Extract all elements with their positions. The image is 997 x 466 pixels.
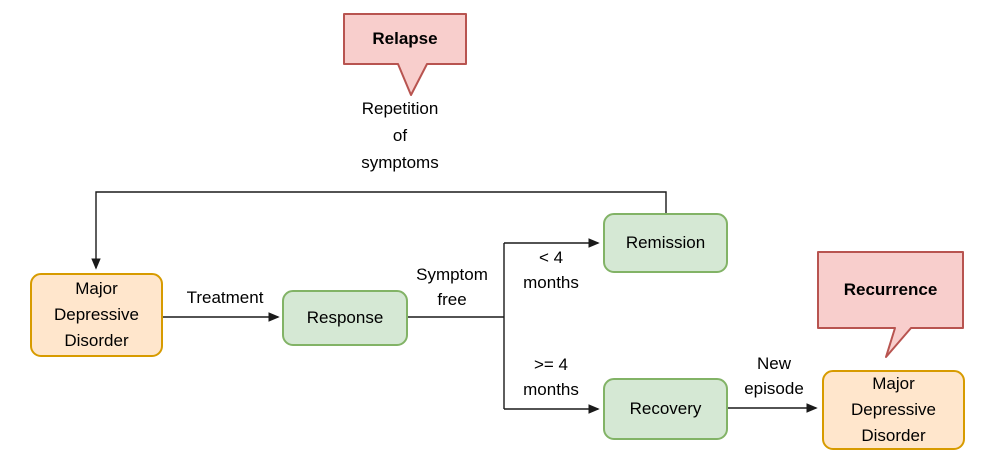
edge-label-new-episode: New episode xyxy=(744,354,804,398)
node-recovery: Recovery xyxy=(603,378,728,440)
node-major-depressive-disorder-start: Major Depressive Disorder xyxy=(30,273,163,357)
relapse-callout-label: Relapse xyxy=(372,29,438,48)
edge-label-repetition-of-symptoms: Repetition of symptoms xyxy=(361,99,439,172)
edge-label-under-4-months: < 4 months xyxy=(523,248,579,292)
edge-relapse-loop xyxy=(91,191,667,270)
node-label: Response xyxy=(306,308,384,327)
node-major-depressive-disorder-recurrence: Major Depressive Disorder xyxy=(822,370,965,450)
relapse-callout-shape xyxy=(343,13,467,96)
recurrence-callout-shape xyxy=(817,251,964,358)
edge-label-symptom-free: Symptom free xyxy=(416,265,488,309)
node-label: Remission xyxy=(625,233,706,252)
node-label: Major Depressive Disorder xyxy=(850,374,937,445)
edge-label-treatment: Treatment xyxy=(186,288,264,307)
node-response: Response xyxy=(282,290,408,346)
edge-label-over-4-months: >= 4 months xyxy=(523,355,579,399)
recurrence-callout-label: Recurrence xyxy=(843,280,938,299)
node-remission: Remission xyxy=(603,213,728,273)
node-label: Major Depressive Disorder xyxy=(53,279,140,350)
node-label: Recovery xyxy=(629,399,702,418)
